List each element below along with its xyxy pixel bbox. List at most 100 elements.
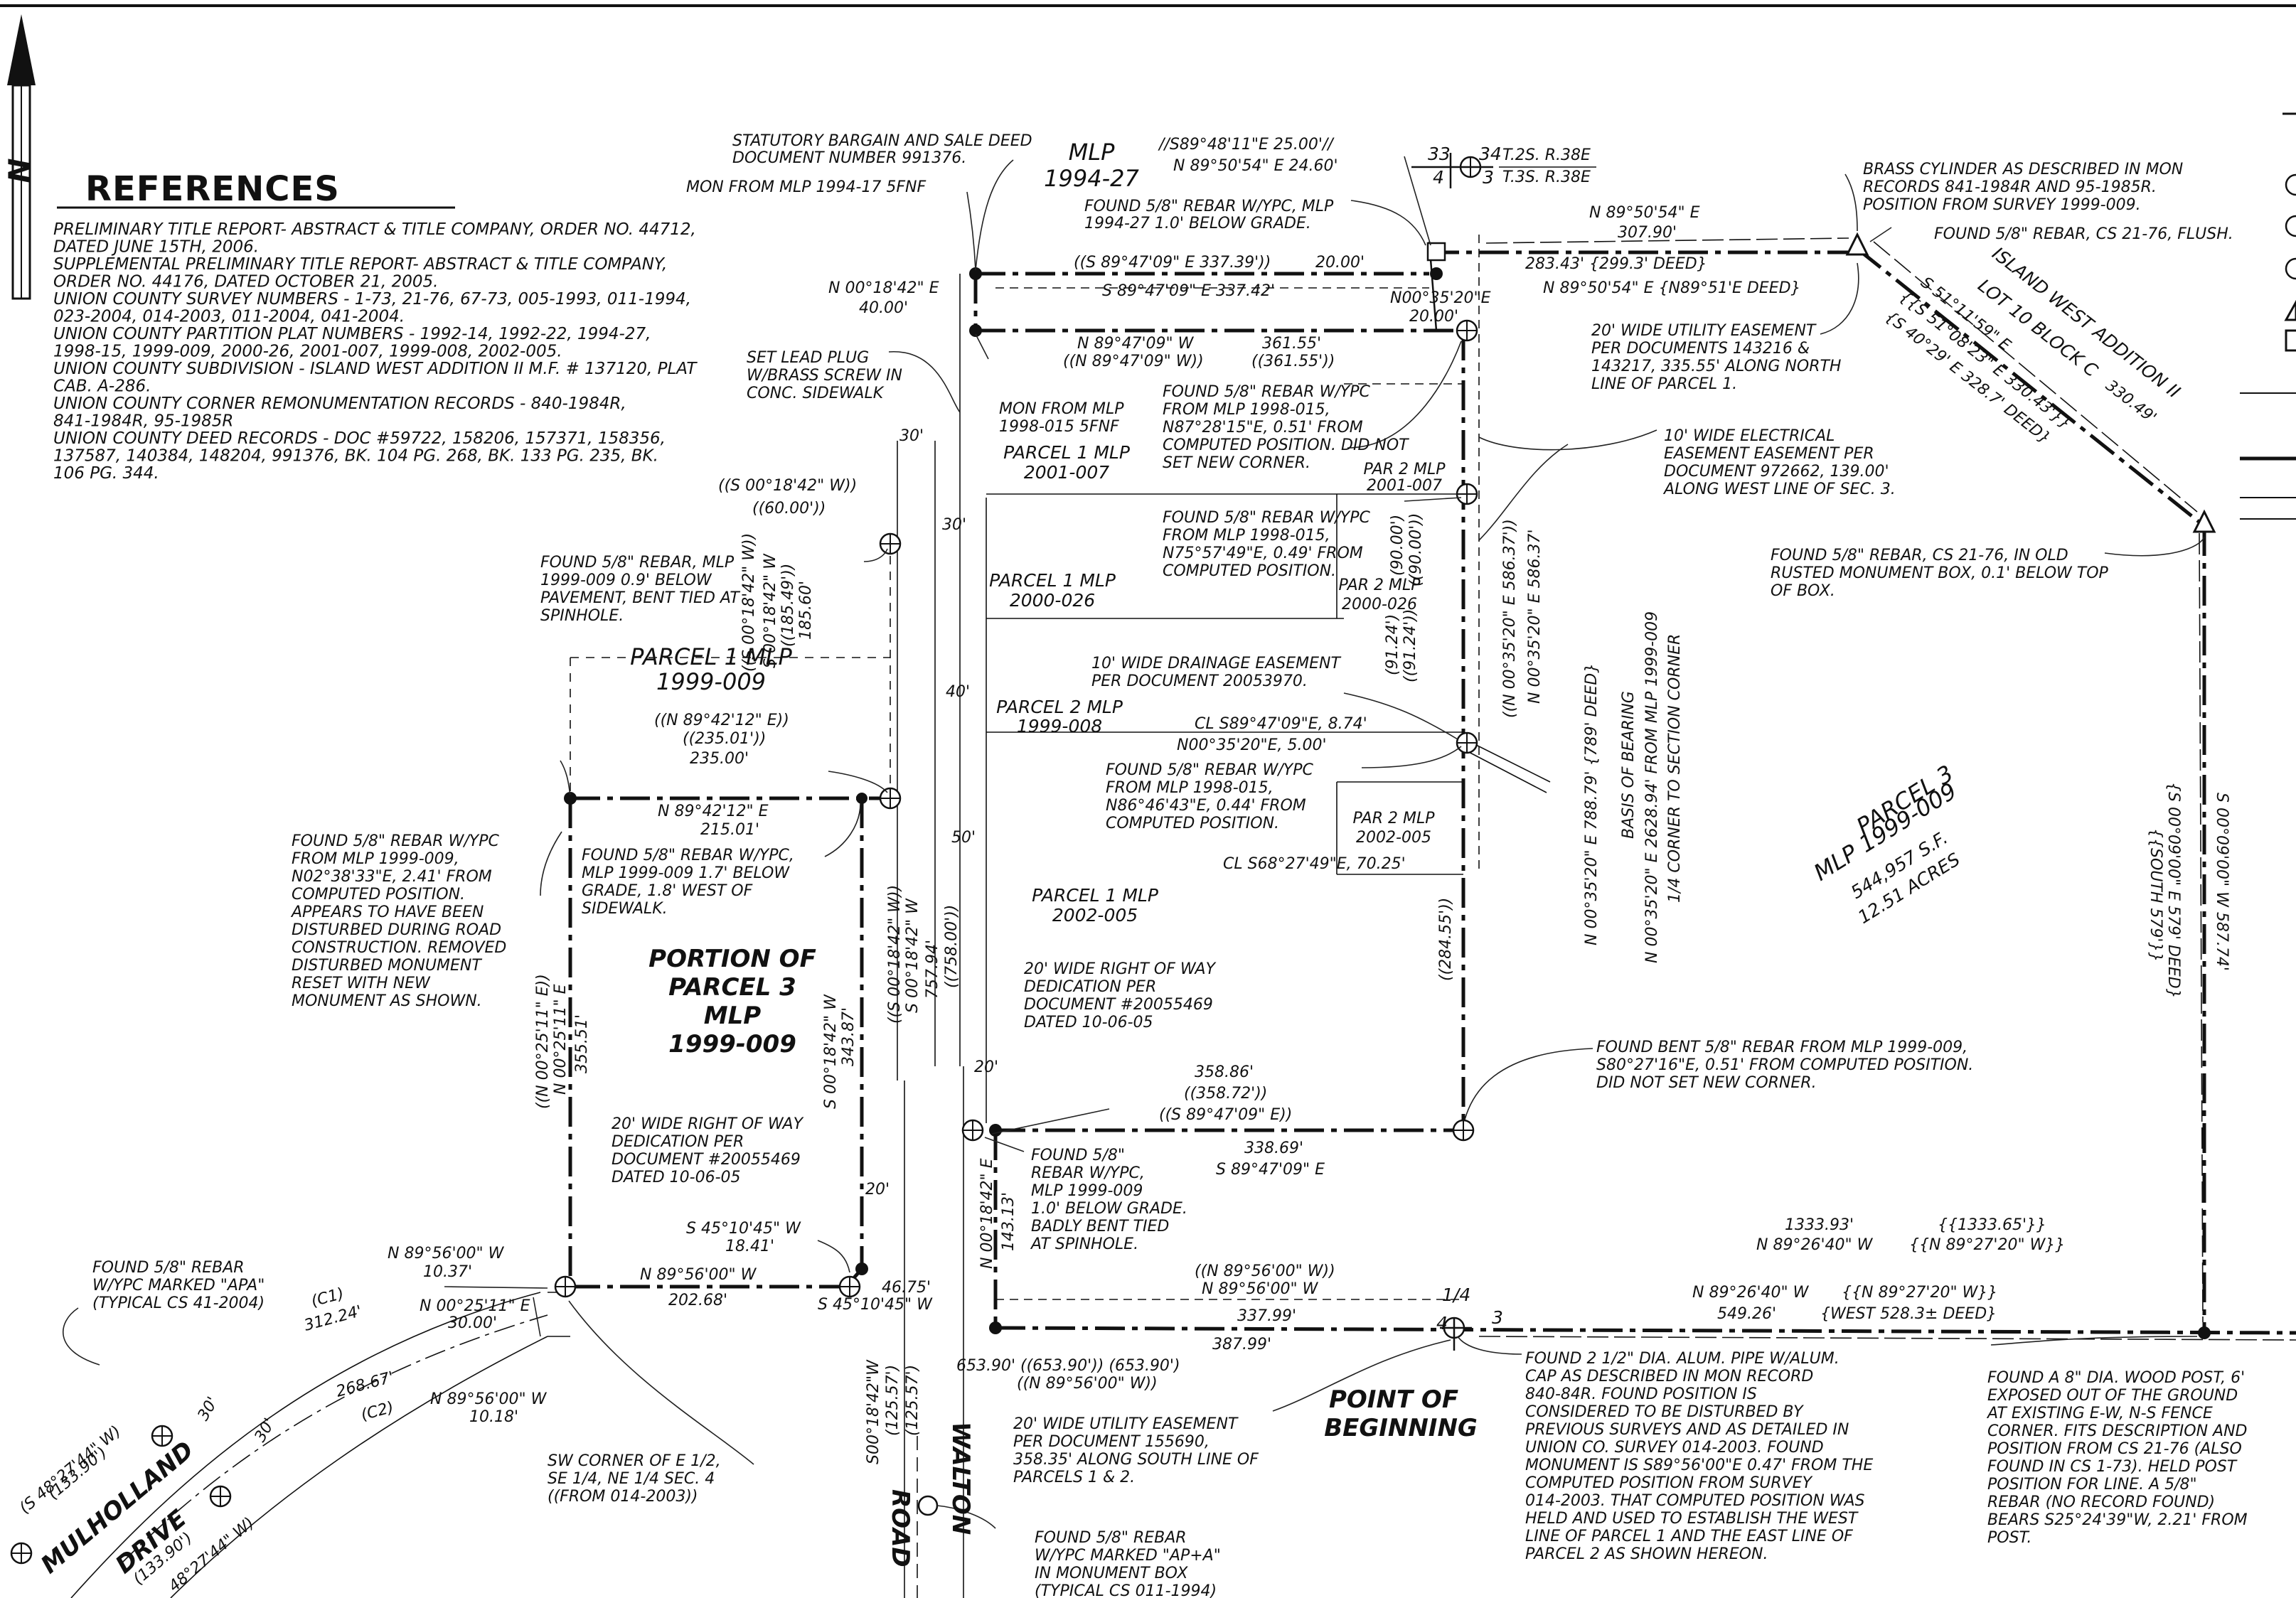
note-wood-post-line: FOUND IN CS 1-73). HELD POST [1987,1458,2238,1476]
brg-s45b: S 45°10'45" W [818,1296,933,1314]
note-drain10-line: PER DOCUMENT 20053970. [1091,672,1308,690]
brg-ne-meas: N 89°50'54" E [1589,204,1700,222]
brg-top-meas: N 89°50'54" E 24.60' [1173,157,1338,175]
brg-s-n8927b: {{N 89°27'20" W}} [1842,1284,1997,1302]
township-callout: 33 34 4 3 T.2S. R.38E T.3S. R.38E 1/4 4 … [1428,144,1596,1334]
p1-2002-1: PARCEL 1 MLP [1032,885,1159,906]
brg-se-s5108: {{S 51°08'23" E 330.43'}} [1896,288,2074,433]
width-30a: 30' [899,427,924,445]
brg-e-9124r: ((91.24')) [1401,609,1419,682]
parcel-3-boundary [973,241,2296,1335]
p1-2001-2: 2001-007 [1024,462,1109,483]
note-found-1999a-line: 1999-009 0.9' BELOW [540,572,712,589]
note-wood-post-line: POSITION FOR LINE. A 5/8" [1987,1476,2197,1494]
note-row20a-line: 20' WIDE RIGHT OF WAY [1024,960,1217,978]
brg-e-south: {{SOUTH 579'}} [2147,828,2164,962]
note-found-1998b-line: FOUND 5/8" REBAR W/YPC [1163,509,1370,527]
width-50: 50' [951,829,976,847]
section-corner-mark [1411,153,1493,1351]
note-wood-post-line: POST. [1987,1529,2031,1547]
note-wood-post-line: POSITION FROM CS 21-76 (ALSO [1987,1440,2242,1458]
brg-c1-d: 312.24' [302,1302,364,1335]
reference-line: UNION COUNTY SUBDIVISION - ISLAND WEST A… [53,360,698,378]
reference-line: PRELIMINARY TITLE REPORT- ABSTRACT & TIT… [53,220,696,239]
note-lead-plug-line: SET LEAD PLUG [747,349,869,367]
brg-ne-dist: 307.90' [1618,224,1677,242]
brg-por-w-d: 355.51' [573,1014,591,1073]
width-20a: 20' [974,1058,998,1076]
note-found-1999b-line: MLP 1999-009 1.7' BELOW [582,864,790,882]
note-found-1999c-line: REBAR W/YPC, [1031,1164,1145,1182]
note-brass-line: BRASS CYLINDER AS DESCRIBED IN MON [1863,161,2183,178]
note-row20a-line: DEDICATION PER [1024,978,1156,996]
brg-n1-358: 358.86' [1195,1063,1254,1081]
reference-line: 841-1984R, 95-1985R [53,412,233,431]
note-found-1994-line: 1994-27 1.0' BELOW GRADE. [1084,215,1311,232]
brg-p1-s0018-a: ((S 00°18'42" W)) [740,533,758,672]
brg-s-387: 387.99' [1212,1336,1271,1353]
brg-e-586: N 00°35'20" E 586.37' [1526,529,1544,704]
brg-s45-d: 18.41' [725,1238,774,1255]
brg-n0025: N 00°25'11" E [420,1297,530,1315]
note-found-bent-line: FOUND BENT 5/8" REBAR FROM MLP 1999-009, [1596,1039,1967,1056]
brg-n8956-c: N 89°56'00" W [430,1390,548,1408]
note-found-alum-line: LINE OF PARCEL 1 AND THE EAST LINE OF [1525,1528,1853,1545]
north-arrow-label: N [2,158,37,183]
brg-n0018-143: N 00°18'42" E [978,1158,996,1269]
brg-n8956-b-d: 202.68' [668,1292,727,1309]
note-util20-line: PER DOCUMENTS 143216 & [1591,340,1810,358]
note-row20b-line: 20' WIDE RIGHT OF WAY [612,1115,804,1133]
brg-e-788: N 00°35'20" E 788.79' {789' DEED} [1583,663,1601,945]
basis-2: N 00°35'20" E 2628.94' FROM MLP 1999-009 [1643,611,1661,963]
note-found-alum-line: MONUMENT IS S89°56'00"E 0.47' FROM THE [1525,1457,1873,1474]
reference-line: CAB. A-286. [53,377,151,396]
interior-lot-lines [986,235,1551,1300]
note-util20b-line: 20' WIDE UTILITY EASEMENT [1013,1415,1239,1433]
brg-n00-20: N00°35'20"E [1390,289,1491,307]
note-found-alum-line: 014-2003. THAT COMPUTED POSITION WAS [1525,1492,1865,1510]
brg-s-653: 653.90' ((653.90')) (653.90') [956,1357,1180,1375]
brg-n8956-c-d: 10.18' [469,1408,518,1426]
note-row20a-line: DATED 10-06-05 [1024,1014,1153,1031]
note-wood-post-line: BEARS S25°24'39"W, 2.21' FROM [1987,1511,2248,1529]
brg-n0025-d: 30.00' [448,1314,497,1332]
p2-2002-1: PAR 2 MLP [1353,810,1436,827]
note-elec10-line: EASEMENT EASEMENT PER [1664,445,1874,463]
note-found-1999a-line: FOUND 5/8" REBAR, MLP [540,554,735,572]
brg-n1-338: 338.69' [1244,1139,1303,1157]
note-util20-line: LINE OF PARCEL 1. [1591,375,1737,393]
brg-s-n8956: N 89°56'00" W [1202,1280,1319,1298]
note-found-alum-line: 840-84R. FOUND POSITION IS [1525,1385,1757,1403]
note-found-apa-line: W/YPC MARKED "APA" [92,1277,265,1294]
brg-top-rec: //S89°48'11"E 25.00'// [1158,136,1335,154]
brg-s45b-d: 46.75' [882,1279,931,1297]
brg-p2001-s3: 361.55' [1262,335,1321,353]
note-found-disturbed-line: MONUMENT AS SHOWN. [292,992,482,1010]
p1-1999-1: PARCEL 1 MLP [630,643,792,670]
p2-1999-1: PARCEL 2 MLP [996,697,1123,717]
brg-n0018-143d: 143.13' [1000,1192,1018,1251]
note-found-alum-line: PREVIOUS SURVEYS AND AS DETAILED IN [1525,1421,1849,1439]
brg-por-w: N 00°25'11" E [552,984,570,1095]
reference-line: 106 PG. 344. [53,464,159,483]
note-sw-corner-line: ((FROM 014-2003)) [548,1488,698,1506]
survey-notes: STATUTORY BARGAIN AND SALE DEEDDOCUMENT … [92,132,2248,1598]
brg-walton-rec1: ((S 00°18'42" W)) [886,885,904,1024]
references-list: PRELIMINARY TITLE REPORT- ABSTRACT & TIT… [53,220,698,483]
note-found-1998a-line: FOUND 5/8" REBAR W/YPC [1163,383,1370,401]
p1-2000-2: 2000-026 [1010,590,1095,611]
note-wood-post-line: CORNER. FITS DESCRIPTION AND [1987,1422,2247,1440]
note-found-1998a-line: N87°28'15"E, 0.51' FROM [1163,419,1363,436]
brg-por-w-rec: ((N 00°25'11" E)) [534,974,552,1109]
note-util20b-line: PARCELS 1 & 2. [1013,1469,1135,1486]
brg-n00-40a: N 00°18'42" E [828,279,939,297]
p1-1999-2: 1999-009 [656,668,766,695]
brg-n1-rec: ((S 89°47'09" E 337.39')) [1074,254,1271,272]
note-found-cs21-line: FOUND 5/8" REBAR, CS 21-76, FLUSH. [1934,225,2233,243]
brg-e-9000r: ((90.00')) [1407,513,1425,586]
leader-lines [63,156,2205,1529]
corner-4: 4 [1436,1313,1448,1334]
note-mon-1998-line: MON FROM MLP [999,400,1124,418]
width-20b: 20' [865,1181,890,1198]
note-found-1998a-line: SET NEW CORNER. [1163,454,1310,472]
